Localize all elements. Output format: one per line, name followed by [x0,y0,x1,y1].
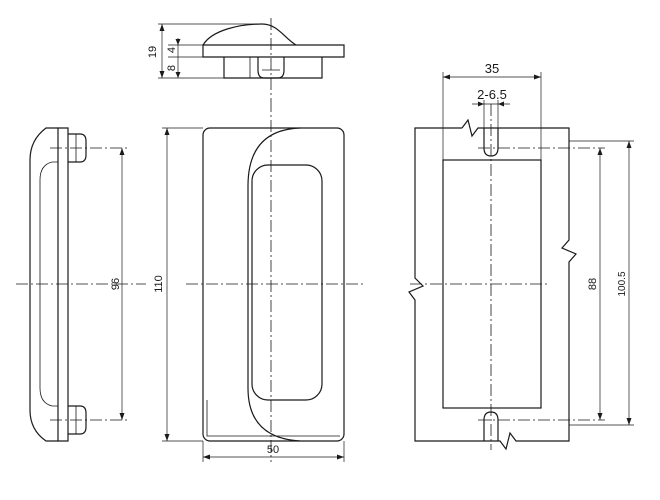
top-view-recess-body [223,57,323,79]
dim-19-label: 19 [147,46,159,58]
dim-35-label: 35 [485,61,499,76]
dim-100-5-label: 100.5 [617,271,628,296]
dim-96-label: 96 [110,278,122,290]
dim-4-label: 4 [166,47,178,53]
front-view-grip-curve [247,127,301,442]
front-view: 110 50 [153,100,366,462]
top-view-flange [202,44,345,58]
cutout-view-panel [408,118,577,451]
top-view-grip-curve [202,23,297,46]
dim-8-label: 8 [166,65,178,71]
side-view-inner-ticks [52,161,58,407]
side-view: 96 [16,127,146,442]
cutout-view: 35 2-6.5 88 100.5 [408,61,634,451]
front-view-recess [251,164,323,401]
dim-50-label: 50 [267,444,279,456]
top-view: 19 4 8 [147,18,345,100]
dim-hole-label: 2-6.5 [477,87,507,102]
side-view-outer [29,127,58,442]
front-view-plate [202,127,345,442]
side-view-flange [57,127,69,442]
dim-88-label: 88 [587,278,599,290]
dim-110-label: 110 [153,275,165,293]
front-view-step-line [206,400,340,437]
